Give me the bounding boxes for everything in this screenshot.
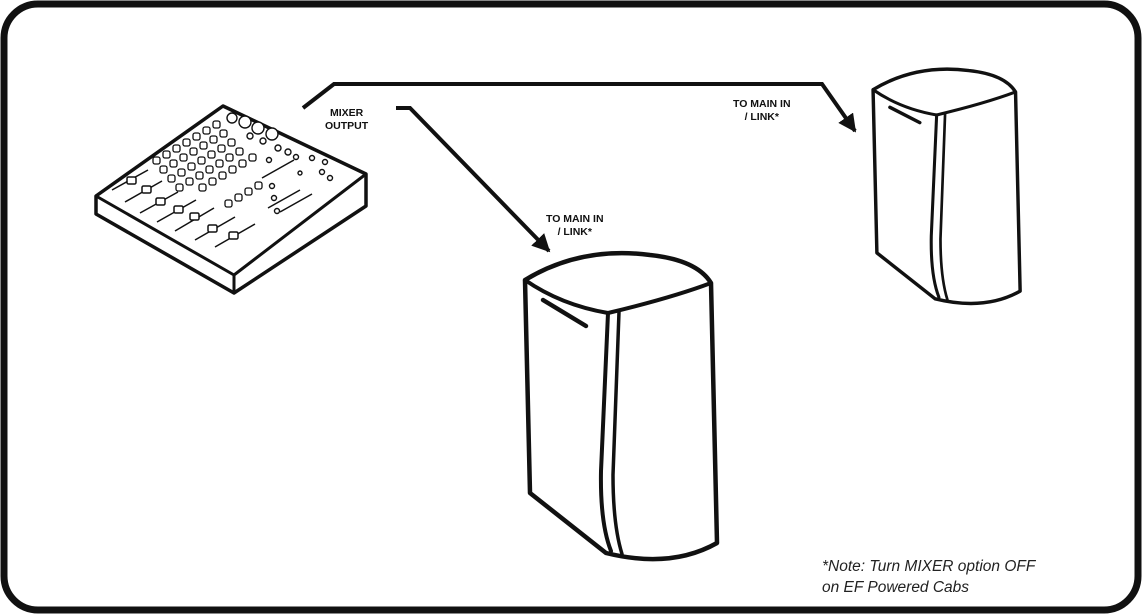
speaker-cabinet-icon	[522, 250, 720, 562]
footnote-line-1: *Note: Turn MIXER option OFF	[822, 558, 1036, 575]
mixer-output-line-1: MIXER	[329, 107, 364, 119]
to-main-in-label-right: TO MAIN IN / LINK*	[733, 98, 791, 124]
to-main-in-right-line-1: TO MAIN IN	[733, 98, 791, 110]
to-main-in-center-line-2: / LINK*	[557, 226, 592, 238]
speaker-cabinet-icon	[871, 67, 1022, 306]
footnote-line-2: on EF Powered Cabs	[822, 579, 970, 596]
cable-to-right-speaker	[301, 82, 857, 133]
footnote: *Note: Turn MIXER option OFF on EF Power…	[822, 556, 1035, 598]
to-main-in-label-center: TO MAIN IN / LINK*	[546, 213, 604, 239]
to-main-in-center-line-1: TO MAIN IN	[546, 213, 604, 225]
to-main-in-right-line-2: / LINK*	[744, 111, 779, 123]
cable-to-center-speaker	[396, 106, 551, 253]
mixer-output-line-2: OUTPUT	[325, 120, 369, 132]
mixer-console-icon	[94, 104, 368, 295]
mixer-output-label: MIXER OUTPUT	[325, 107, 368, 133]
